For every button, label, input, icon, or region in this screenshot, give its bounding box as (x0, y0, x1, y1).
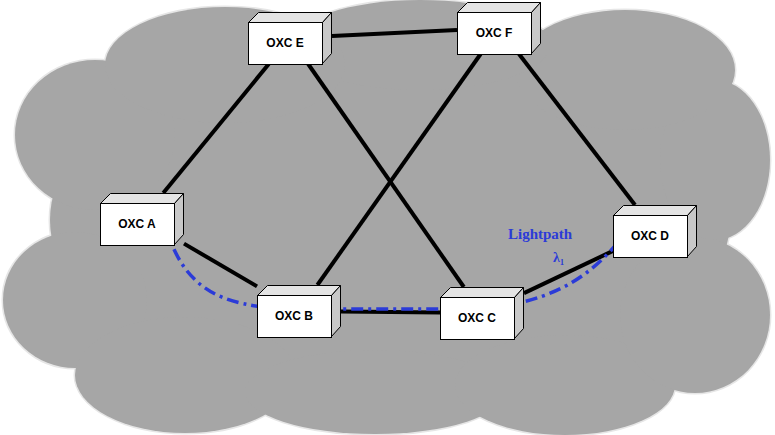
lightpath-label: Lightpath (508, 226, 572, 243)
fiber-link (308, 64, 464, 287)
node-label: OXC E (266, 36, 303, 50)
oxc-box: OXC B (257, 285, 341, 337)
fiber-links (163, 30, 635, 313)
fiber-link (332, 30, 457, 36)
oxc-box: OXC A (100, 193, 184, 245)
fiber-link (317, 54, 480, 285)
lightpath-curve (165, 226, 615, 309)
fiber-link (341, 311, 440, 312)
oxc-box: OXC F (457, 2, 541, 54)
node-label: OXC C (458, 311, 496, 325)
oxc-box: OXC D (613, 205, 697, 257)
node-label: OXC F (476, 26, 513, 40)
node-label: OXC B (275, 309, 313, 323)
fiber-link (519, 54, 635, 205)
wavelength-label: λ₁ (553, 250, 564, 266)
fiber-link (524, 251, 613, 293)
oxc-box: OXC C (440, 287, 524, 339)
fiber-link (184, 244, 257, 287)
fiber-link (163, 64, 268, 193)
oxc-box: OXC E (248, 12, 332, 64)
node-label: OXC A (118, 217, 156, 231)
node-label: OXC D (631, 229, 669, 243)
